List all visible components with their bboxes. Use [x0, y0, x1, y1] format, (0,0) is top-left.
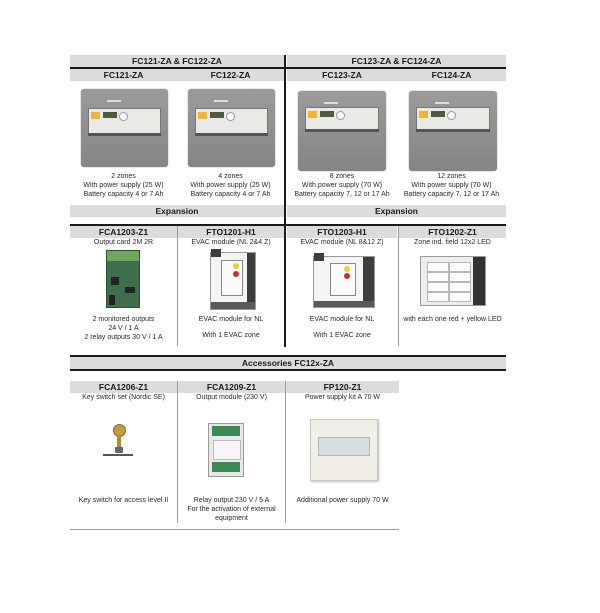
group-divider [284, 55, 286, 347]
fto1202-subtitle: Zone ind. field 12x2 LED [414, 239, 491, 246]
model-fc122: FC122-ZA [210, 70, 251, 80]
group-title: FC121-ZA & FC122-ZA [70, 55, 284, 67]
expansion-title-right: Expansion [287, 205, 506, 217]
model-fto1202: FTO1202-Z1 [399, 226, 506, 238]
fca1209-output-module-image [208, 423, 244, 477]
model-header-row [70, 69, 284, 81]
model-fca1203: FCA1203-Z1 [70, 226, 177, 238]
rule [70, 369, 506, 371]
divider [398, 226, 399, 346]
divider [177, 381, 178, 523]
fc123-panel-image [298, 91, 386, 171]
model-fc124: FC124-ZA [431, 70, 472, 80]
bottom-rule [70, 529, 399, 530]
accessories-title: Accessories FC12x-ZA [70, 357, 506, 369]
model-fca1206: FCA1206-Z1 [70, 381, 177, 393]
fc124-desc: 12 zones With power supply (70 W) Batter… [403, 173, 500, 198]
fc123-desc: 8 zones With power supply (70 W) Battery… [294, 173, 390, 198]
fto1201-desc: EVAC module for NL With 1 EVAC zone [198, 316, 264, 339]
fc122-panel-image [188, 89, 275, 167]
group-title: FC123-ZA & FC124-ZA [287, 55, 506, 67]
model-fto1203: FTO1203-H1 [287, 226, 397, 238]
fto1201-subtitle: EVAC module (NL 2&4 Z) [191, 239, 271, 246]
rule [70, 224, 506, 226]
fp120-power-supply-image [310, 419, 378, 481]
fca1203-desc: 2 monitored outputs 24 V / 1 A 2 relay o… [84, 316, 163, 341]
fto1202-led-field-image [420, 256, 486, 306]
fp120-subtitle: Power supply kit A 70 W [304, 394, 381, 401]
expansion-title-left: Expansion [70, 205, 284, 217]
fca1209-desc: Relay output 230 V / 5 A For the activat… [187, 497, 276, 522]
rule [70, 67, 506, 69]
fto1203-desc: EVAC module for NL With 1 EVAC zone [309, 316, 375, 339]
fc122-desc: 4 zones With power supply (25 W) Battery… [190, 173, 271, 198]
fca1203-subtitle: Output card 2M 2R [93, 239, 154, 246]
divider [177, 226, 178, 346]
fc124-panel-image [409, 91, 497, 171]
model-fca1209: FCA1209-Z1 [178, 381, 285, 393]
divider [285, 381, 286, 523]
model-fc123: FC123-ZA [322, 70, 362, 80]
fto1201-module-image [210, 249, 256, 310]
fc121-panel-image [81, 89, 168, 167]
model-fc121: FC121-ZA [103, 70, 144, 80]
model-header-row [287, 69, 506, 81]
model-fp120: FP120-Z1 [286, 381, 399, 393]
fto1203-subtitle: EVAC module (NL 8&12 Z) [300, 239, 384, 246]
fca1206-desc: Key switch for access level II [78, 497, 169, 504]
model-fto1201: FTO1201-H1 [178, 226, 284, 238]
fp120-desc: Additional power supply 70 W [296, 497, 389, 504]
fto1203-module-image [313, 253, 375, 308]
fc121-desc: 2 zones With power supply (25 W) Battery… [83, 173, 164, 198]
fca1209-subtitle: Output module (230 V) [196, 394, 267, 401]
fca1203-card-image [106, 250, 140, 308]
rule [70, 355, 506, 357]
fto1202-desc: with each one red + yellow LED [403, 316, 502, 323]
fca1206-subtitle: Key switch set (Nordic SE) [82, 394, 165, 401]
